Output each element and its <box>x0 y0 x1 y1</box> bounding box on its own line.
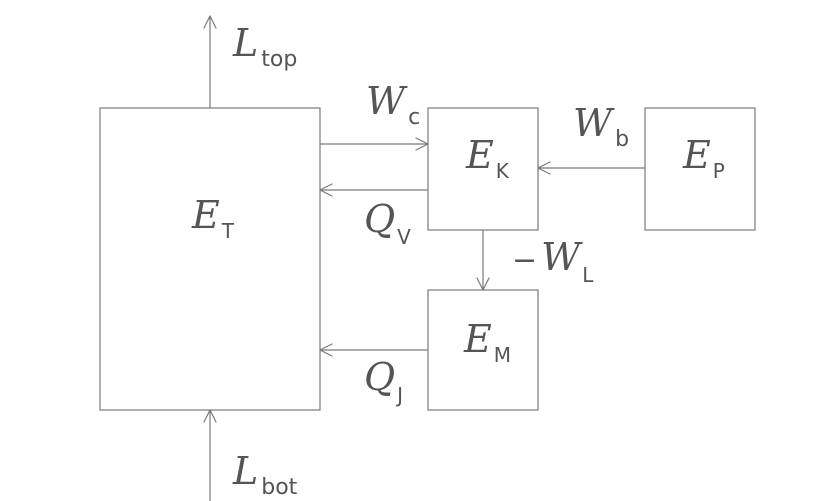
arrow-W-b <box>537 161 645 175</box>
arrow-L-bot <box>203 409 217 501</box>
box-ET <box>99 107 321 411</box>
label-ET-main: E <box>191 193 220 237</box>
label-W-c-main: W <box>366 79 408 123</box>
label-Q-J-main: Q <box>364 355 395 399</box>
label-W-L-prefix: − <box>512 243 537 278</box>
arrow-Q-V <box>319 183 428 197</box>
label-EK-sub: K <box>496 159 510 183</box>
label-W-L-sub: L <box>582 263 594 287</box>
label-EP-sub: P <box>713 159 725 183</box>
label-W-b-sub: b <box>615 127 629 152</box>
label-EM-sub: M <box>494 343 511 367</box>
label-ET-sub: T <box>221 219 235 243</box>
label-L-top-main: L <box>232 21 258 65</box>
box-EP <box>644 107 756 231</box>
label-L-bot-sub: bot <box>261 475 297 500</box>
box-EK <box>427 107 539 231</box>
label-W-b-main: W <box>573 101 615 145</box>
label-EP-main: E <box>682 133 711 177</box>
arrow-Q-J <box>319 343 428 357</box>
label-Q-V-main: Q <box>364 197 395 241</box>
label-W-c-sub: c <box>408 105 420 130</box>
label-EK-main: E <box>465 133 494 177</box>
label-Q-V-sub: V <box>397 225 411 249</box>
label-Q-J-sub: J <box>395 383 403 407</box>
label-EM-main: E <box>463 317 492 361</box>
label-W-L-main: W <box>541 235 583 279</box>
arrow-W-c <box>320 137 429 151</box>
label-L-top-sub: top <box>261 47 297 72</box>
arrow-L-top <box>203 15 217 108</box>
label-L-bot-main: L <box>232 449 258 493</box>
arrow-W-L <box>476 230 490 291</box>
